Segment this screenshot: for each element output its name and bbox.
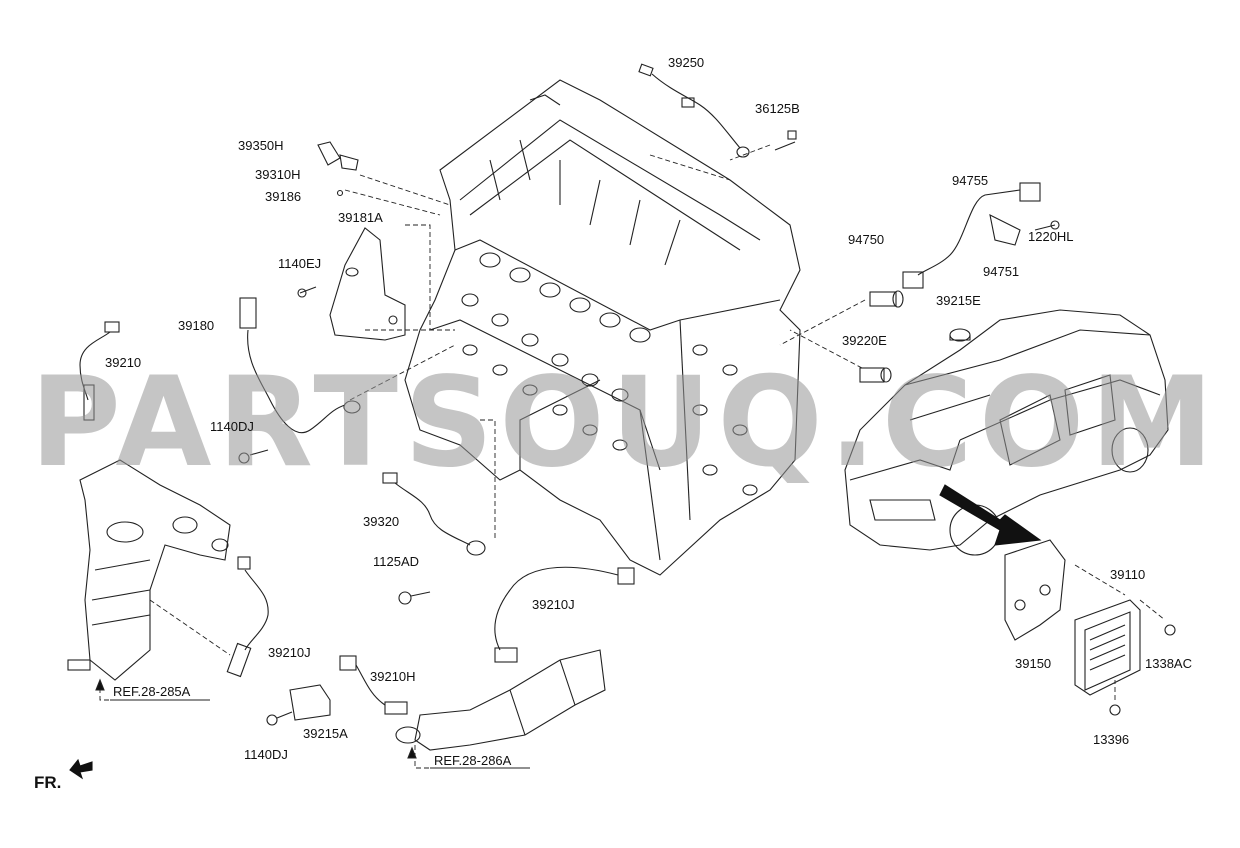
part-label-39150[interactable]: 39150 [1015,656,1052,671]
sensor-39220E [859,367,892,383]
part-label-39350H[interactable]: 39350H [238,138,284,153]
part-label-94751[interactable]: 94751 [983,264,1020,279]
part-label-94755[interactable]: 94755 [952,173,989,188]
bracket-39181A [297,227,406,341]
part-label-39215E[interactable]: 39215E [936,293,981,308]
ref-286a-arrow [407,746,417,759]
part-label-39250[interactable]: 39250 [668,55,705,70]
part-label-39110[interactable]: 39110 [1110,567,1146,582]
exhaust-manifold [67,459,231,681]
vehicle-outline [844,309,1169,556]
ecu-39110 [1074,599,1176,716]
part-label-39215A[interactable]: 39215A [303,726,348,741]
reference-link-286a[interactable]: REF.28-286A [434,753,512,768]
part-label-1125AD[interactable]: 1125AD [373,554,420,569]
bolt-1125AD [398,591,431,605]
part-label-39310H[interactable]: 39310H [255,167,301,182]
part-label-39210J-center[interactable]: 39210J [532,597,575,612]
grommet-39215E [949,328,971,342]
front-direction-arrow [69,758,93,780]
part-label-39181A[interactable]: 39181A [338,210,383,225]
part-label-39186[interactable]: 39186 [265,189,302,204]
o2-sensor-39210H [339,655,408,715]
part-label-36125B[interactable]: 36125B [755,101,800,116]
watermark: PARTSOUQ.COM [30,351,1220,495]
o2-sensor-39210J-center [494,566,635,663]
knock-sensor-39250 [638,63,797,158]
part-label-1140DJ-top[interactable]: 1140DJ [210,419,254,434]
part-label-1220HL[interactable]: 1220HL [1028,229,1074,244]
cam-sensor-39350H [317,141,359,197]
engine-block [404,79,801,576]
part-label-39210[interactable]: 39210 [105,355,142,370]
catalytic-converter [395,649,606,751]
front-direction-label: FR. [34,773,62,792]
part-label-39320[interactable]: 39320 [363,514,400,529]
part-label-13396[interactable]: 13396 [1093,732,1130,747]
part-label-1140EJ[interactable]: 1140EJ [278,256,322,271]
crank-sensor-39180 [238,297,361,464]
part-label-1140DJ-bottom[interactable]: 1140DJ [244,747,288,762]
reference-link-285a[interactable]: REF.28-285A [113,684,191,699]
part-label-1338AC[interactable]: 1338AC [1145,656,1192,671]
bracket-39215A [266,684,331,726]
knock-sensor-39320 [382,472,486,556]
o2-sensor-39210J-left [226,556,269,678]
part-label-39210J-left[interactable]: 39210J [268,645,311,660]
part-label-94750[interactable]: 94750 [848,232,885,247]
ecu-bracket-39150 [1004,539,1066,641]
sensor-harness-94755 [902,182,1060,289]
part-label-39220E[interactable]: 39220E [842,333,887,348]
o2-sensor-39210 [79,321,120,421]
leader-lines [99,144,1166,769]
location-arrow [939,484,1042,546]
part-label-39180[interactable]: 39180 [178,318,215,333]
part-label-39210H[interactable]: 39210H [370,669,416,684]
sensor-94750 [869,290,904,308]
ref-285a-arrow [95,678,105,691]
